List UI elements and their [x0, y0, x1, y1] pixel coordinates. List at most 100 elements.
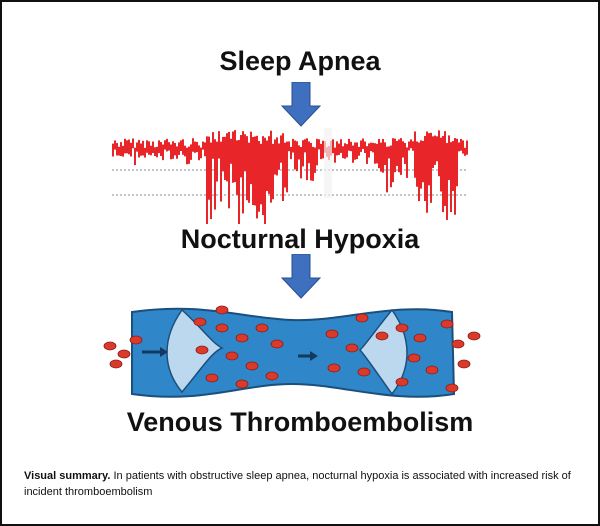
trace-spike — [166, 138, 168, 152]
trace-spike — [360, 140, 362, 152]
trace-spike — [280, 135, 282, 163]
red-blood-cell — [325, 329, 339, 339]
red-blood-cell — [407, 353, 421, 363]
trace-spike — [452, 141, 454, 191]
trace-spike — [398, 139, 400, 173]
trace-spike — [382, 138, 384, 173]
red-blood-cell — [215, 305, 229, 315]
trace-spike — [356, 142, 358, 160]
trace-spike — [336, 141, 338, 156]
trace-spike — [274, 139, 276, 175]
vein-illustration — [103, 305, 481, 398]
red-blood-cell — [395, 323, 409, 333]
trace-spike — [462, 140, 464, 154]
trace-spike — [444, 131, 446, 206]
trace-spike — [140, 143, 142, 156]
trace-spike — [408, 141, 410, 151]
trace-spike — [430, 132, 432, 203]
down-arrow-icon — [280, 82, 322, 127]
trace-spike — [288, 141, 290, 152]
red-blood-cell — [215, 323, 229, 333]
trace-spike — [162, 144, 164, 161]
red-blood-cell — [445, 383, 459, 393]
red-blood-cell — [413, 333, 427, 343]
figure-caption: Visual summary. In patients with obstruc… — [24, 468, 584, 500]
trace-spike — [466, 140, 468, 155]
trace-spike — [372, 142, 374, 153]
trace-spike — [386, 146, 388, 193]
trace-spike — [114, 140, 116, 150]
trace-spike — [232, 131, 234, 183]
trace-spike — [146, 140, 148, 153]
red-blood-cell — [265, 371, 279, 381]
trace-spike — [442, 136, 444, 213]
trace-spike — [456, 138, 458, 187]
trace-spike — [156, 146, 158, 158]
trace-spike — [308, 141, 310, 164]
trace-spike — [412, 141, 414, 151]
red-blood-cell — [193, 317, 207, 327]
trace-spike — [418, 142, 420, 202]
trace-spike — [364, 141, 366, 153]
trace-spike — [182, 139, 184, 155]
trace-spike — [216, 141, 218, 182]
trace-spike — [454, 138, 456, 215]
trace-spike — [256, 135, 258, 219]
trace-spike — [214, 139, 216, 210]
trace-spike — [350, 141, 352, 152]
trace-spike — [294, 140, 296, 170]
red-blood-cell — [375, 331, 389, 341]
trace-spike — [284, 142, 286, 188]
trace-spike — [450, 142, 452, 213]
trace-spike — [296, 141, 298, 172]
trace-spike — [354, 142, 356, 160]
trace-spike — [384, 142, 386, 166]
trace-spike — [252, 136, 254, 206]
trace-spike — [116, 143, 118, 156]
trace-spike — [218, 131, 220, 159]
trace-spike — [358, 146, 360, 156]
trace-spike — [158, 140, 160, 154]
trace-spike — [436, 136, 438, 162]
trace-spike — [184, 145, 186, 157]
red-blood-cell — [103, 341, 117, 351]
red-blood-cell — [355, 313, 369, 323]
trace-spike — [180, 140, 182, 152]
trace-spike — [228, 131, 230, 209]
trace-spike — [178, 142, 180, 155]
red-blood-cell — [225, 351, 239, 361]
trace-spike — [438, 130, 440, 177]
trace-spike — [306, 138, 308, 181]
trace-spike — [196, 141, 198, 153]
trace-spike — [394, 138, 396, 173]
trace-spike — [222, 136, 224, 172]
red-blood-cell — [205, 373, 219, 383]
trace-spike — [342, 146, 344, 159]
trace-spike — [262, 136, 264, 216]
trace-spike — [370, 142, 372, 152]
trace-spike — [240, 135, 242, 178]
trace-spike — [292, 138, 294, 153]
trace-spike — [124, 138, 126, 154]
trace-spike — [464, 147, 466, 156]
trace-spike — [234, 130, 236, 183]
trace-spike — [258, 141, 260, 212]
trace-spike — [366, 146, 368, 164]
red-blood-cell — [129, 335, 143, 345]
trace-spike — [396, 140, 398, 166]
trace-spike — [272, 143, 274, 200]
trace-spike — [238, 140, 240, 224]
red-blood-cell — [345, 343, 359, 353]
trace-spike — [244, 134, 246, 172]
trace-spike — [120, 142, 122, 157]
trace-spike — [322, 140, 324, 159]
trace-spike — [340, 139, 342, 153]
trace-spike — [242, 131, 244, 214]
trace-spike — [148, 141, 150, 155]
trace-spike — [402, 141, 404, 158]
valve-left — [166, 308, 224, 394]
oxygen-saturation-trace — [112, 128, 468, 224]
trace-spike — [388, 146, 390, 159]
trace-spike — [210, 142, 212, 220]
